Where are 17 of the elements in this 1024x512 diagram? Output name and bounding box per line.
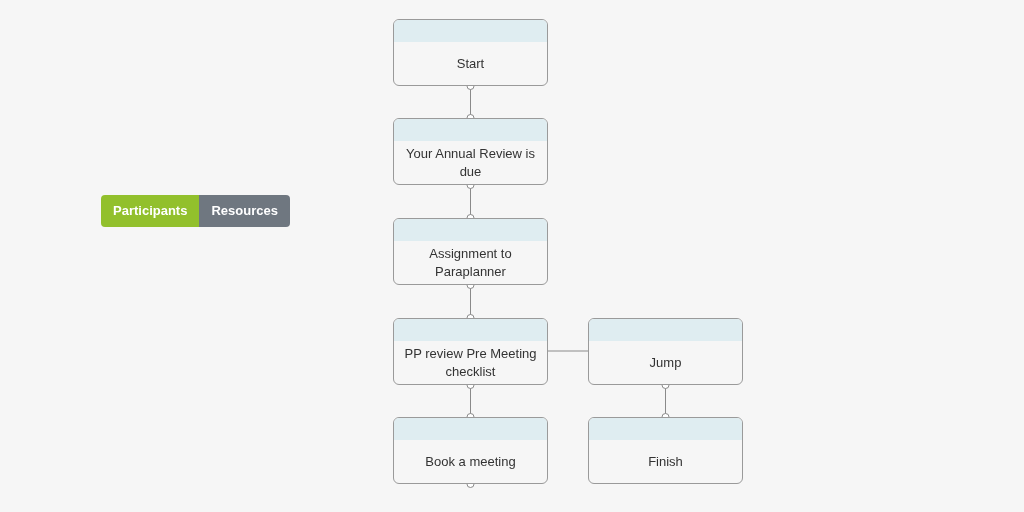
step-label: PP review Pre Meeting checklist <box>403 344 538 381</box>
step-card <box>588 417 743 484</box>
step-label: Book a meeting <box>425 452 516 471</box>
step-card <box>393 318 548 385</box>
tab-button: Participants <box>101 195 200 227</box>
step-label: Assignment to Paraplanner <box>428 244 513 281</box>
step-card <box>393 118 548 185</box>
step-label: Your Annual Review is due <box>405 144 536 181</box>
step-card <box>588 318 743 385</box>
step-label: Finish <box>648 452 683 471</box>
connector-line <box>547 350 589 352</box>
step-card <box>393 417 548 484</box>
tab-button: Resources <box>199 195 290 227</box>
step-card <box>393 218 548 285</box>
step-label: Jump <box>649 353 682 372</box>
step-label: Start <box>456 54 485 73</box>
step-card <box>393 19 548 86</box>
